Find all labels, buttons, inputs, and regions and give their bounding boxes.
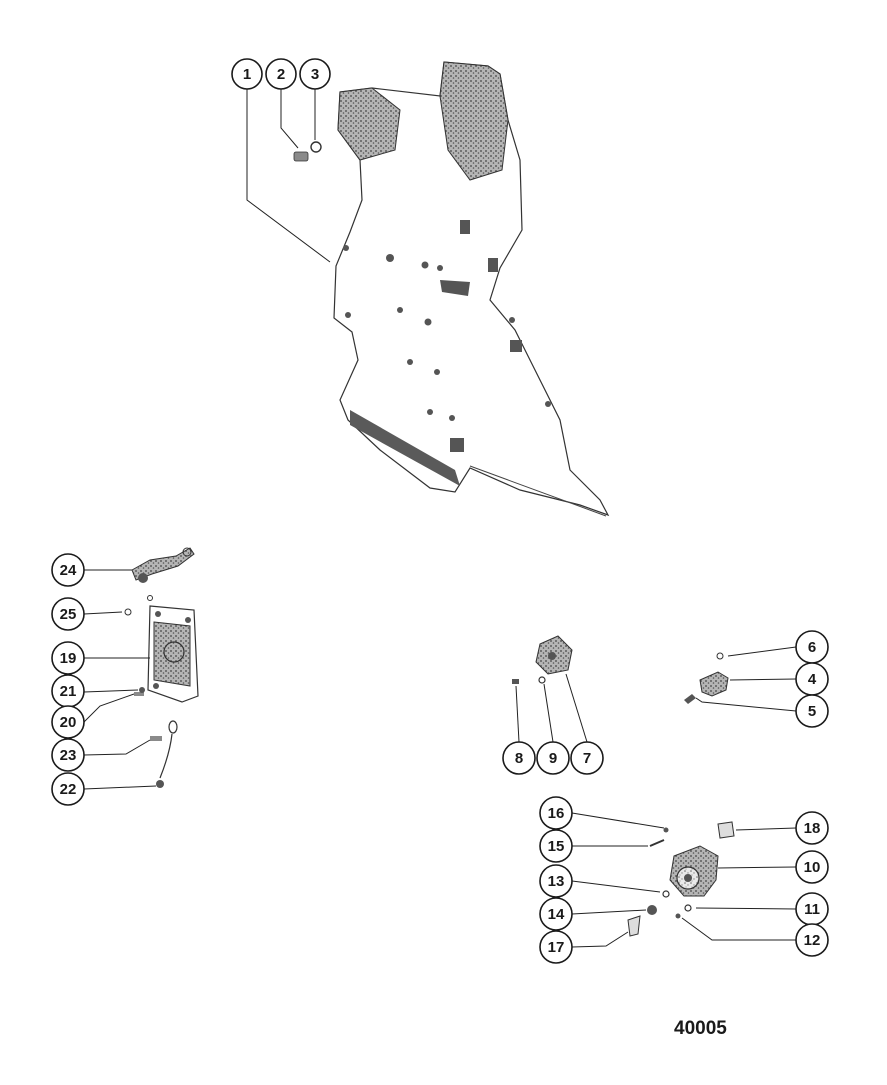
svg-text:10: 10 (804, 859, 821, 876)
svg-text:11: 11 (804, 901, 820, 918)
callout-22: 22 (51, 772, 85, 806)
pump-assembly-10 (627, 821, 735, 937)
svg-text:13: 13 (548, 873, 565, 890)
callout-15: 15 (539, 829, 573, 863)
callout-23: 23 (51, 738, 85, 772)
svg-text:14: 14 (548, 906, 565, 923)
callout-7: 7 (570, 741, 604, 775)
svg-text:20: 20 (60, 714, 77, 731)
callout-25: 25 (51, 597, 85, 631)
drawing-number: 40005 (674, 1018, 727, 1039)
svg-text:12: 12 (804, 932, 821, 949)
svg-text:2: 2 (277, 66, 285, 83)
housing-bolt-holes (343, 245, 551, 421)
svg-text:21: 21 (60, 683, 77, 700)
svg-text:18: 18 (804, 820, 821, 837)
svg-text:1: 1 (243, 66, 251, 83)
housing-details (440, 220, 607, 517)
callout-14: 14 (539, 897, 573, 931)
callout-4: 4 (795, 662, 829, 696)
svg-text:25: 25 (60, 606, 77, 623)
svg-text:17: 17 (548, 939, 565, 956)
fitting-assembly-4 (684, 652, 729, 704)
svg-text:15: 15 (548, 838, 565, 855)
callout-13: 13 (539, 864, 573, 898)
svg-text:5: 5 (808, 703, 816, 720)
callout-19: 19 (51, 641, 85, 675)
callout-11: 11 (795, 892, 829, 926)
bracket-assembly-7 (512, 635, 573, 684)
svg-text:9: 9 (549, 750, 557, 767)
callout-8: 8 (502, 741, 536, 775)
svg-text:19: 19 (60, 650, 77, 667)
callout-10: 10 (795, 850, 829, 884)
svg-text:7: 7 (583, 750, 591, 767)
part-2-plug (293, 151, 309, 162)
callout-6: 6 (795, 630, 829, 664)
leader-lines (83, 88, 797, 948)
callout-18: 18 (795, 811, 829, 845)
callout-5: 5 (795, 694, 829, 728)
svg-text:16: 16 (548, 805, 565, 822)
svg-text:3: 3 (311, 66, 319, 83)
svg-text:4: 4 (808, 671, 817, 688)
callouts: 1 2 3 24 25 19 21 20 23 22 6 4 5 8 9 7 1… (51, 58, 829, 964)
svg-text:23: 23 (60, 747, 77, 764)
callout-1: 1 (231, 58, 263, 90)
cover-plate-assembly (124, 547, 199, 788)
callout-24: 24 (51, 553, 85, 587)
svg-text:24: 24 (60, 562, 77, 579)
callout-9: 9 (536, 741, 570, 775)
svg-text:22: 22 (60, 781, 77, 798)
main-housing (333, 61, 610, 517)
callout-16: 16 (539, 796, 573, 830)
callout-21: 21 (51, 674, 85, 708)
part-3-washer (310, 141, 322, 153)
callout-2: 2 (265, 58, 297, 90)
callout-12: 12 (795, 923, 829, 957)
svg-text:6: 6 (808, 639, 816, 656)
svg-text:8: 8 (515, 750, 523, 767)
callout-3: 3 (299, 58, 331, 90)
callout-20: 20 (51, 705, 85, 739)
callout-17: 17 (539, 930, 573, 964)
